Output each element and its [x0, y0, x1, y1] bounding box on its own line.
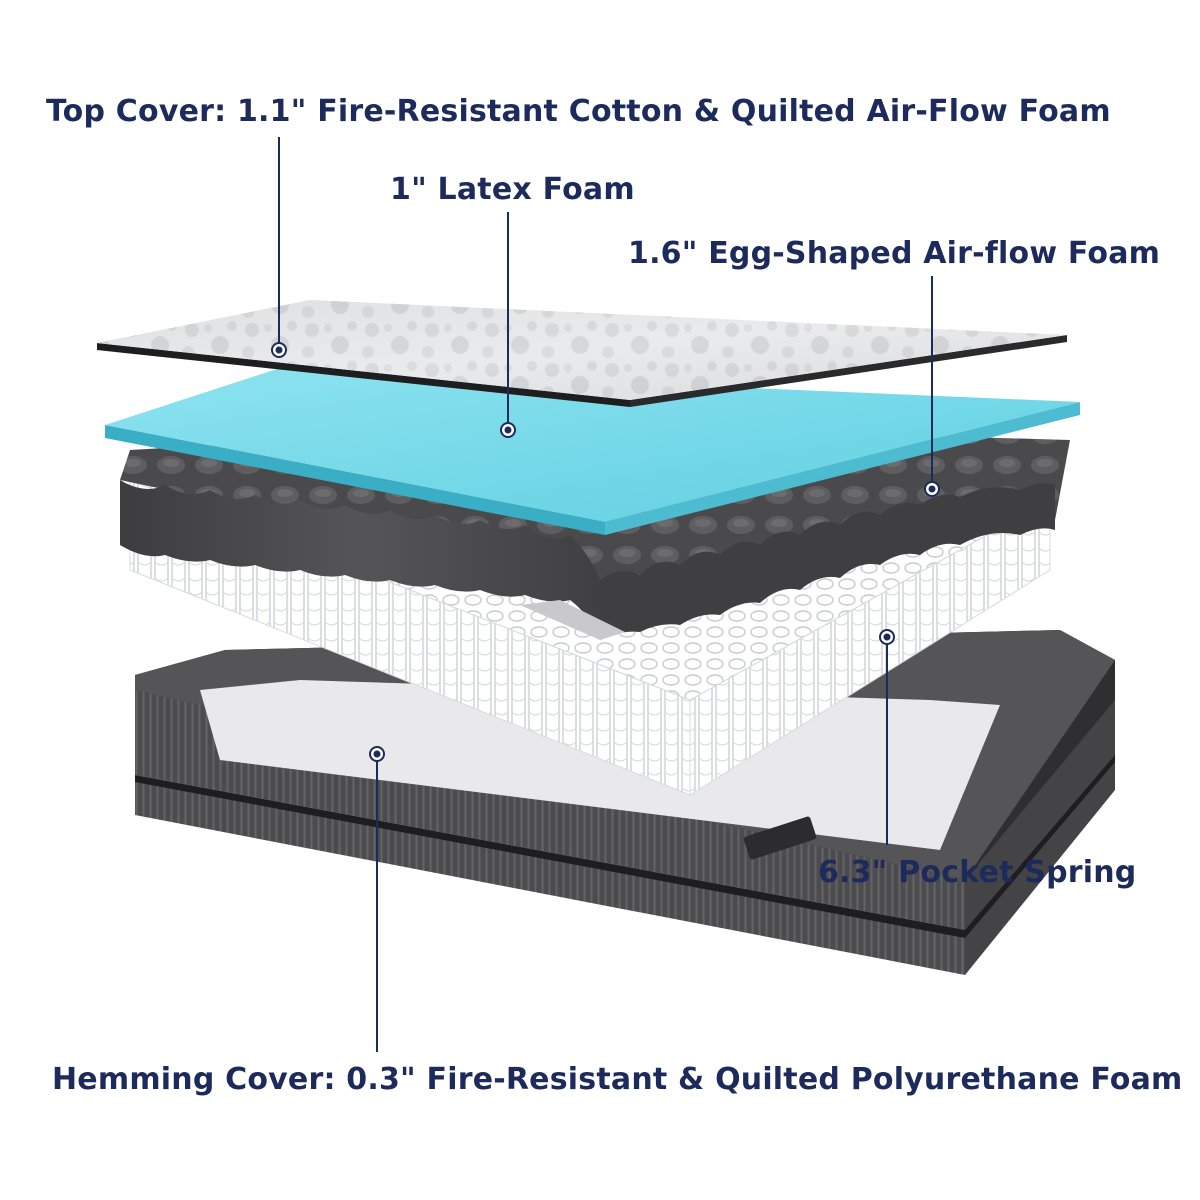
- leader-top-cover: [271, 137, 287, 358]
- leader-pocket-spring: [879, 629, 895, 845]
- pocket-spring-label: 6.3" Pocket Spring: [818, 855, 1137, 890]
- leader-latex-foam: [500, 212, 516, 438]
- latex-foam-label: 1" Latex Foam: [390, 172, 635, 207]
- egg-foam-label: 1.6" Egg-Shaped Air-flow Foam: [628, 236, 1161, 271]
- leader-egg-foam: [924, 276, 940, 497]
- top-cover-layer: [97, 300, 1067, 407]
- leader-hemming-cover: [369, 746, 385, 1052]
- top-cover-label: Top Cover: 1.1" Fire-Resistant Cotton & …: [46, 94, 1111, 129]
- hemming-cover-label: Hemming Cover: 0.3" Fire-Resistant & Qui…: [52, 1062, 1183, 1097]
- latex-foam-layer: [105, 368, 1080, 535]
